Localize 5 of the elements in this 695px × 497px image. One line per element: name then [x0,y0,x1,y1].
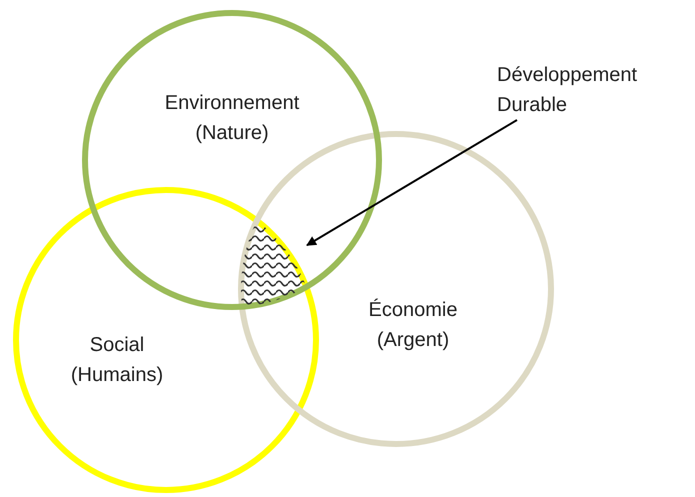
circle-label: Économie (Argent) [368,298,458,353]
callout-text: Développement Durable [497,63,638,118]
circle-label: Environnement (Nature) [164,91,300,146]
circle-label: Social (Humains) [70,333,164,388]
leader-arrow [306,119,518,246]
